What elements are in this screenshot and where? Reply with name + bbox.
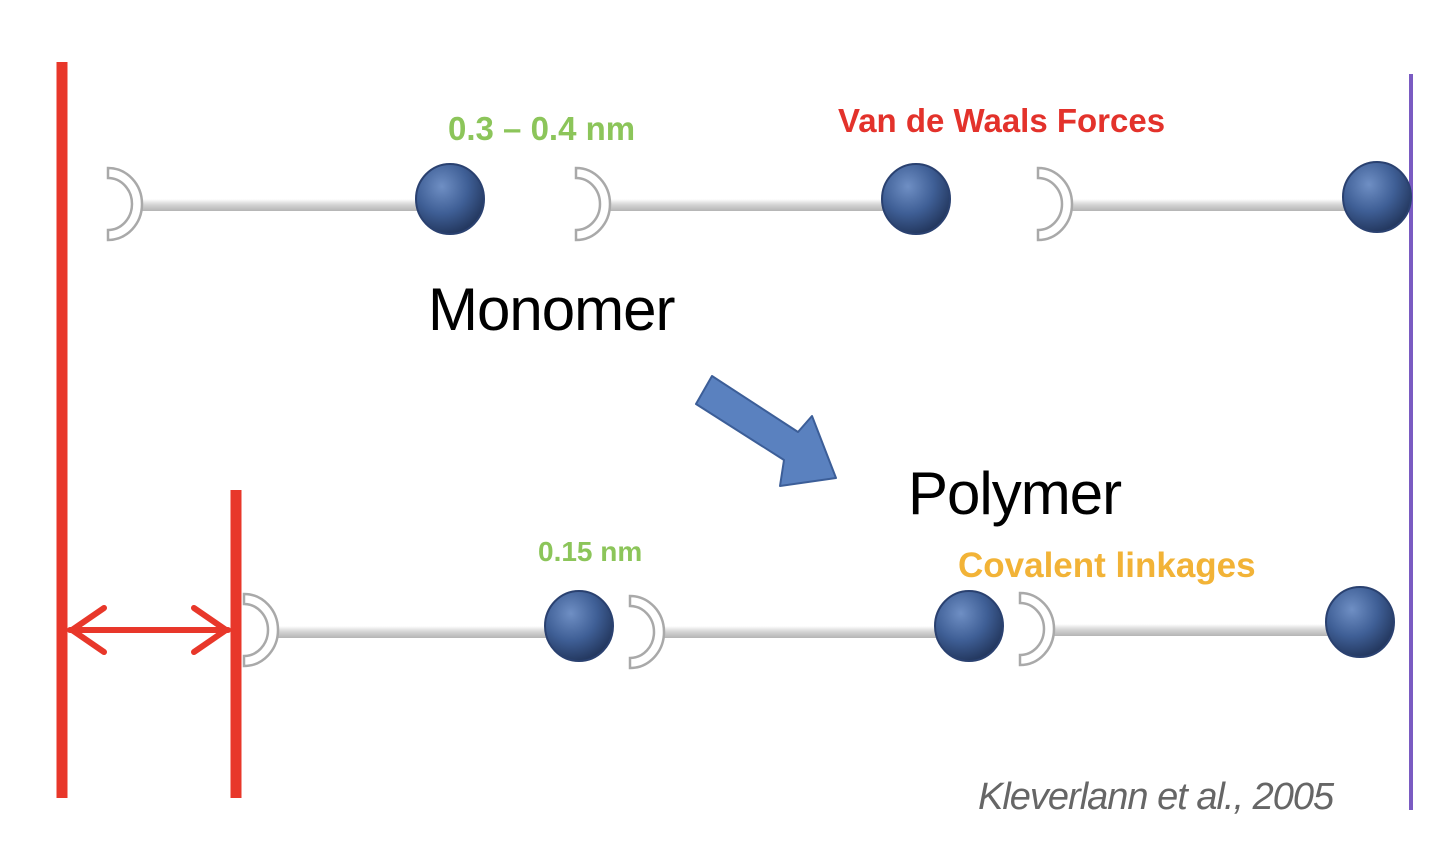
monomer-gap-label: 0.3 – 0.4 nm: [448, 110, 636, 147]
covalent-linkages-label: Covalent linkages: [958, 546, 1256, 585]
blue-bead-icon: [1342, 161, 1412, 233]
blue-bead-icon: [1325, 586, 1395, 658]
monomer-unit: [574, 163, 951, 242]
polymer-title: Polymer: [908, 460, 1122, 527]
hook-end-icon: [574, 166, 612, 242]
rod: [1046, 624, 1332, 636]
polymer-gap-label: 0.15 nm: [538, 536, 643, 567]
rod: [1068, 199, 1352, 211]
monomer-title: Monomer: [428, 276, 675, 343]
citation-text: Kleverlann et al., 2005: [978, 776, 1334, 818]
polymer-unit: [628, 590, 1004, 670]
hook-end-icon: [1036, 166, 1074, 242]
blue-bead-icon: [544, 590, 614, 662]
blue-bead-icon: [934, 590, 1004, 662]
double-headed-arrow-icon: [67, 605, 231, 655]
blue-bead-icon: [415, 163, 485, 235]
van-der-waals-label: Van de Waals Forces: [838, 102, 1166, 139]
monomer-unit: [106, 163, 485, 242]
polymer-unit: [1018, 586, 1395, 667]
rod: [136, 199, 422, 211]
monomer-unit: [1036, 161, 1412, 242]
hook-end-icon: [242, 592, 280, 668]
rod: [604, 199, 888, 211]
hook-end-icon: [106, 166, 144, 242]
rod: [272, 626, 552, 638]
hook-end-icon: [628, 594, 666, 670]
blue-bead-icon: [881, 163, 951, 235]
polymer-unit: [242, 590, 614, 668]
rod: [658, 626, 942, 638]
block-arrow-icon: [695, 375, 837, 487]
hook-end-icon: [1018, 591, 1056, 667]
